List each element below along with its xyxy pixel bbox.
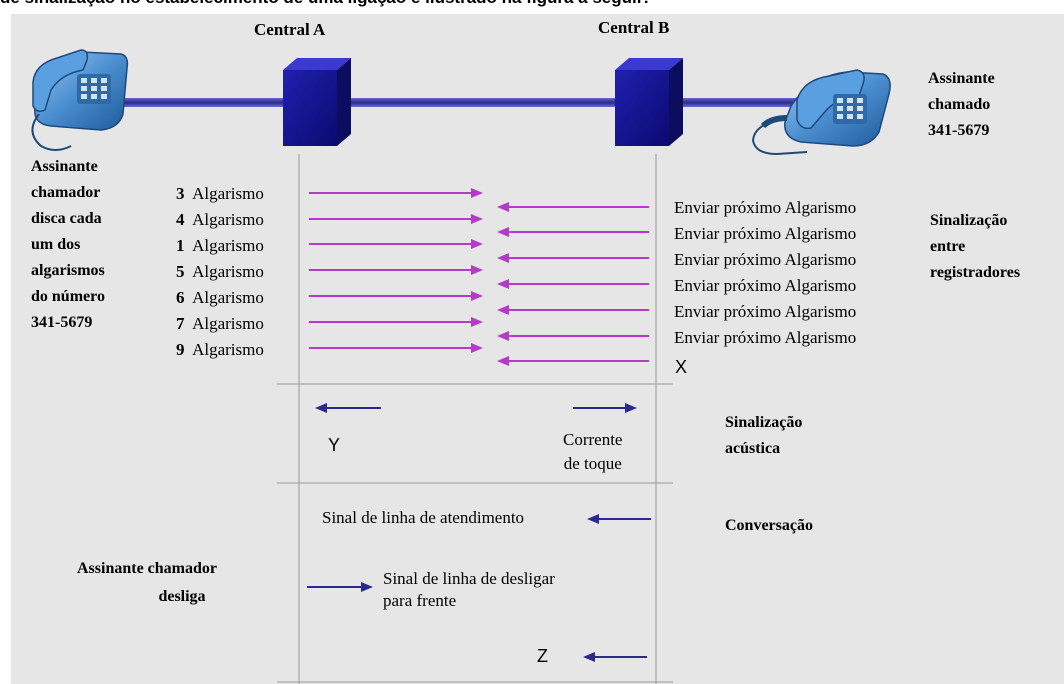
digit-item: 7 Algarismo xyxy=(176,314,264,333)
caller-line: disca cada xyxy=(31,210,102,227)
called-number: 341-5679 xyxy=(928,122,990,139)
hangup-signal-line: para frente xyxy=(383,591,457,610)
digit-arrow xyxy=(309,265,483,275)
response-arrows xyxy=(497,202,649,366)
caller-hangup-label: Assinante chamador desliga xyxy=(77,555,217,611)
marker-x: X xyxy=(675,357,688,377)
response-item: Enviar próximo Algarismo xyxy=(674,198,857,217)
conversation-label: Conversação xyxy=(725,517,813,534)
hangup-line: Assinante chamador xyxy=(77,560,218,577)
hangup-signal-label: Sinal de linha de desligar para frente xyxy=(383,568,555,612)
caller-phone-icon xyxy=(31,49,129,151)
response-arrow xyxy=(497,356,649,366)
register-signaling-label: Sinalização entre registradores xyxy=(930,208,1020,286)
central-a-box xyxy=(283,58,351,146)
digit-item: 3 Algarismo xyxy=(176,184,264,203)
acoustic-line: Sinalização xyxy=(725,414,803,431)
digit-item: 4 Algarismo xyxy=(176,210,264,229)
ring-line: de toque xyxy=(563,454,622,473)
acoustic-line: acústica xyxy=(725,440,781,457)
called-subscriber-label: Assinante chamado 341-5679 xyxy=(928,66,995,144)
response-arrow xyxy=(497,202,649,212)
caller-line: Assinante xyxy=(31,158,98,175)
response-item: Enviar próximo Algarismo xyxy=(674,328,857,347)
digit-item: 6 Algarismo xyxy=(176,288,264,307)
digit-arrow xyxy=(309,291,483,301)
register-line: Sinalização xyxy=(930,212,1008,229)
acoustic-signaling-label: Sinalização acústica xyxy=(725,410,802,462)
response-item: Enviar próximo Algarismo xyxy=(674,302,857,321)
answer-signal-label: Sinal de linha de atendimento xyxy=(322,508,525,527)
digit-arrow xyxy=(309,317,483,327)
register-line: entre xyxy=(930,238,966,255)
response-arrow xyxy=(497,227,649,237)
response-arrow xyxy=(497,305,649,315)
ring-line: Corrente xyxy=(563,430,623,449)
caller-line: um dos xyxy=(31,236,81,253)
marker-y: Y xyxy=(328,435,341,455)
marker-z: Z xyxy=(537,646,548,666)
register-line: registradores xyxy=(930,264,1021,281)
acoustic-left-arrow xyxy=(315,403,381,413)
caller-line: algarismos xyxy=(31,262,105,279)
ring-current-label: Corrente de toque xyxy=(563,428,622,476)
digit-arrows xyxy=(309,188,483,353)
answer-signal-arrow xyxy=(587,514,651,524)
header-text: de sinalização no estabelecimento de uma… xyxy=(0,0,1064,16)
z-arrow xyxy=(583,652,647,662)
digit-list: 3 Algarismo 4 Algarismo 1 Algarismo 5 Al… xyxy=(176,181,264,363)
trunk-line xyxy=(71,98,841,107)
caller-line: do número xyxy=(31,288,105,305)
ring-current-arrow xyxy=(573,403,637,413)
central-a-label: Central A xyxy=(254,20,326,39)
digit-arrow xyxy=(309,188,483,198)
response-item: Enviar próximo Algarismo xyxy=(674,250,857,269)
called-phone-icon xyxy=(751,69,891,156)
hangup-line: desliga xyxy=(158,588,206,605)
diagram-panel: Central A Central B Assinante chamado 34… xyxy=(11,14,1064,684)
caller-subscriber-label: Assinante chamador disca cada um dos alg… xyxy=(31,154,105,336)
hangup-forward-arrow xyxy=(307,582,373,592)
caller-line: 341-5679 xyxy=(31,314,93,331)
called-line2: chamado xyxy=(928,96,991,113)
digit-item: 5 Algarismo xyxy=(176,262,264,281)
response-arrow xyxy=(497,253,649,263)
response-list: Enviar próximo Algarismo Enviar próximo … xyxy=(674,195,856,351)
digit-item: 9 Algarismo xyxy=(176,340,264,359)
signaling-diagram xyxy=(31,49,891,684)
central-b-label: Central B xyxy=(598,18,670,37)
digit-item: 1 Algarismo xyxy=(176,236,264,255)
response-item: Enviar próximo Algarismo xyxy=(674,276,857,295)
digit-arrow xyxy=(309,214,483,224)
response-arrow xyxy=(497,279,649,289)
response-arrow xyxy=(497,331,649,341)
digit-arrow xyxy=(309,239,483,249)
response-item: Enviar próximo Algarismo xyxy=(674,224,857,243)
hangup-signal-line: Sinal de linha de desligar xyxy=(383,569,555,588)
called-line1: Assinante xyxy=(928,70,995,87)
central-b-box xyxy=(615,58,683,146)
digit-arrow xyxy=(309,343,483,353)
caller-line: chamador xyxy=(31,184,101,201)
